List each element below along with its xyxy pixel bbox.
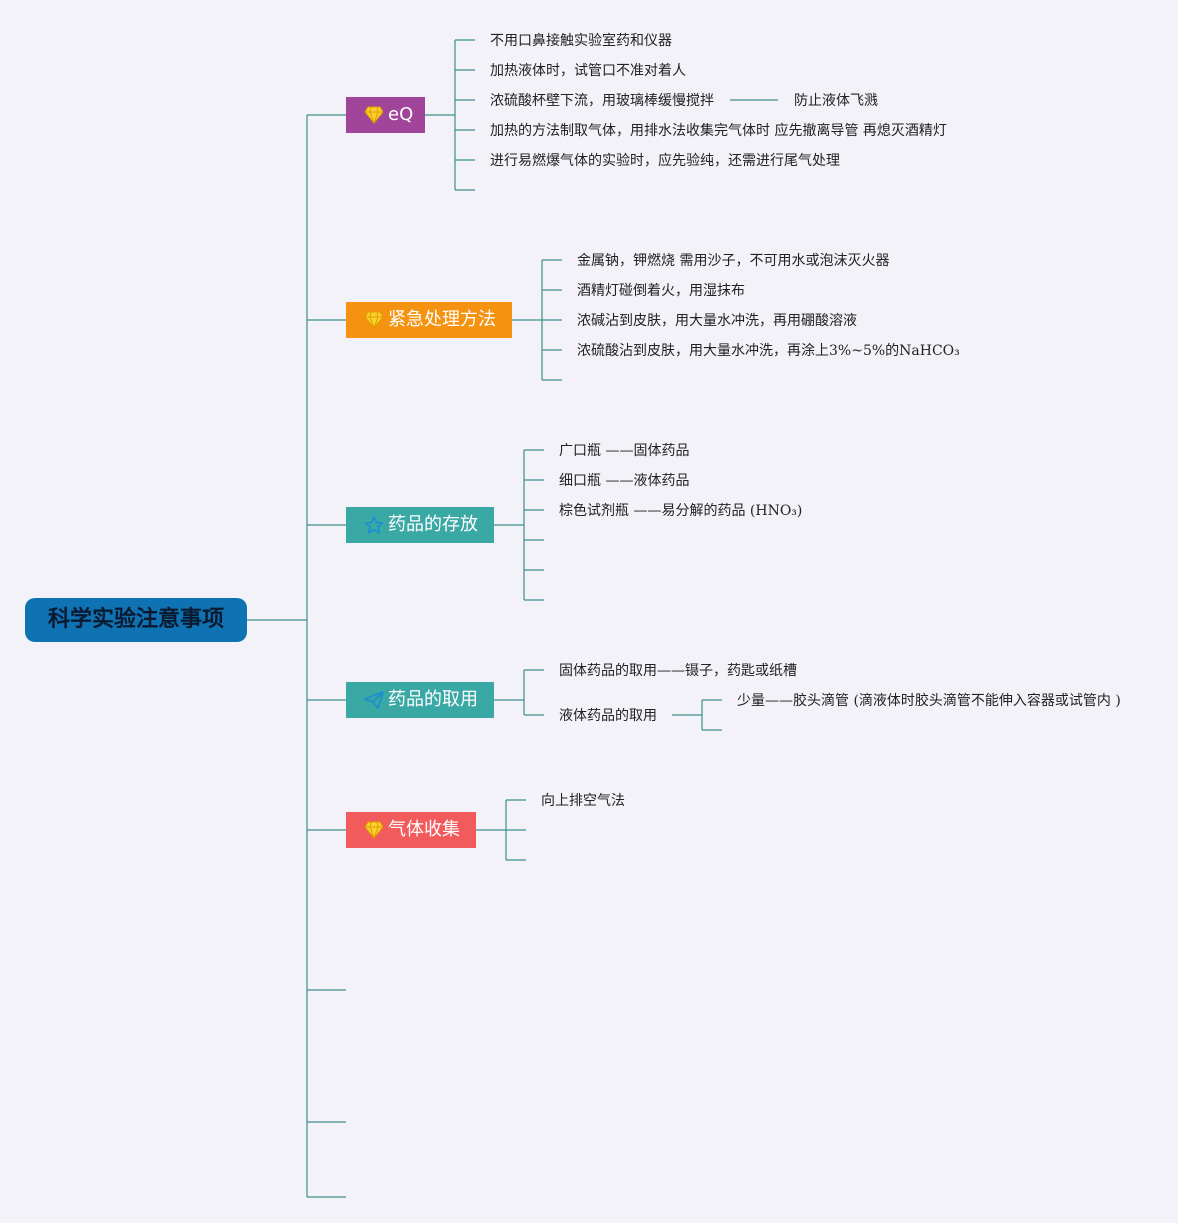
diamond-icon (364, 821, 384, 839)
leaf-item[interactable]: 浓碱沾到皮肤，用大量水冲洗，再用硼酸溶液 (577, 313, 857, 329)
topic-label: eQ (388, 104, 414, 125)
topic-storage[interactable]: 药品的存放 (346, 507, 494, 543)
topic-label: 药品的存放 (388, 514, 478, 535)
topic-label: 紧急处理方法 (388, 309, 496, 330)
topic-label: 气体收集 (388, 819, 460, 840)
leaf-item[interactable]: 向上排空气法 (541, 793, 625, 809)
leaf-item[interactable]: 棕色试剂瓶 ——易分解的药品 (HNO₃) (559, 503, 803, 519)
leaf-item[interactable]: 浓硫酸杯壁下流，用玻璃棒缓慢搅拌 (490, 93, 714, 109)
topic-usage[interactable]: 药品的取用 (346, 682, 494, 718)
topic-gas-collection[interactable]: 气体收集 (346, 812, 476, 848)
leaf-sub-note[interactable]: 少量——胶头滴管 (滴液体时胶头滴管不能伸入容器或试管内 ) (737, 693, 1121, 709)
leaf-item[interactable]: 进行易燃爆气体的实验时，应先验纯，还需进行尾气处理 (490, 153, 840, 169)
leaf-item[interactable]: 不用口鼻接触实验室药和仪器 (490, 33, 672, 49)
leaf-sub-note[interactable]: 防止液体飞溅 (794, 93, 878, 109)
leaf-item[interactable]: 金属钠，钾燃烧 需用沙子，不可用水或泡沫灭火器 (577, 253, 890, 269)
star-icon (364, 516, 384, 534)
diamond-icon (364, 311, 384, 329)
leaf-item[interactable]: 液体药品的取用 (559, 708, 657, 724)
topic-emergency[interactable]: 紧急处理方法 (346, 302, 512, 338)
root-topic[interactable]: 科学实验注意事项 (25, 598, 247, 642)
leaf-item[interactable]: 浓硫酸沾到皮肤，用大量水冲洗，再涂上3%~5%的NaHCO₃ (577, 343, 960, 359)
topic-eq[interactable]: eQ (346, 97, 425, 133)
leaf-item[interactable]: 酒精灯碰倒着火，用湿抹布 (577, 283, 745, 299)
leaf-item[interactable]: 广口瓶 ——固体药品 (559, 443, 690, 459)
leaf-item[interactable]: 细口瓶 ——液体药品 (559, 473, 690, 489)
leaf-item[interactable]: 加热液体时，试管口不准对着人 (490, 63, 686, 79)
diamond-icon (364, 106, 384, 124)
topic-label: 药品的取用 (388, 689, 478, 710)
leaf-item[interactable]: 固体药品的取用——镊子，药匙或纸槽 (559, 663, 797, 679)
send-icon (364, 691, 384, 709)
leaf-item[interactable]: 加热的方法制取气体，用排水法收集完气体时 应先撤离导管 再熄灭酒精灯 (490, 123, 947, 139)
